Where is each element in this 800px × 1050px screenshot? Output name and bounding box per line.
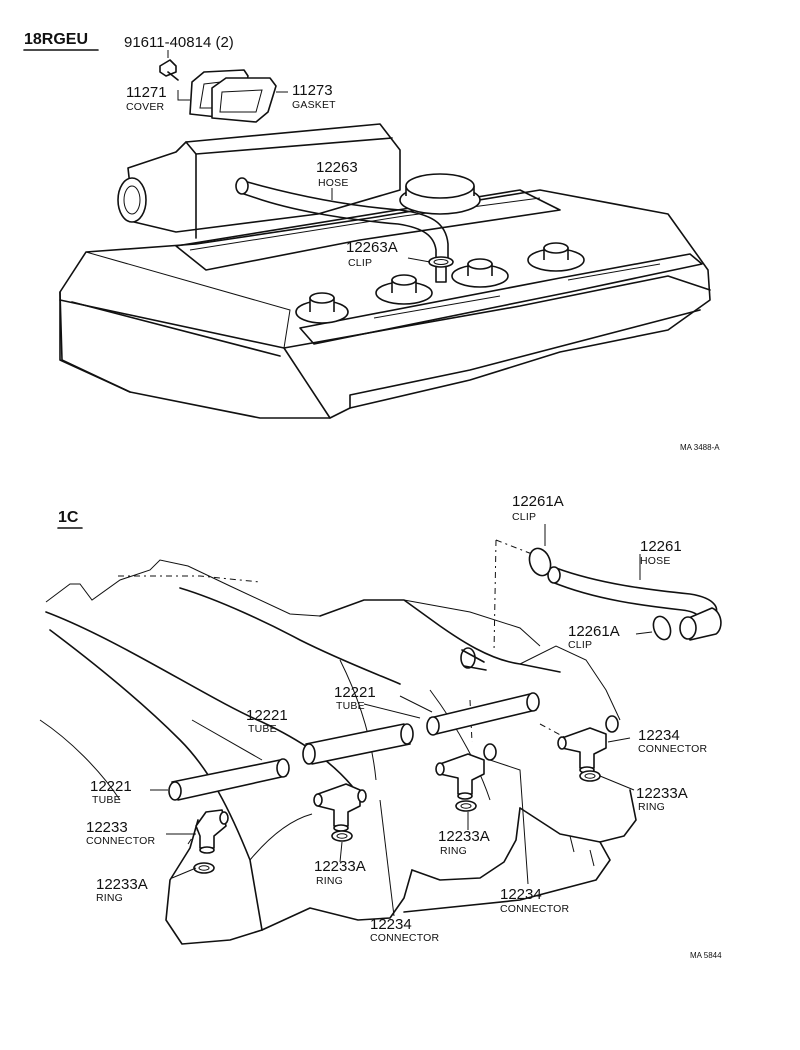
part-name: RING	[96, 892, 123, 904]
part-number: 12233A	[438, 828, 490, 845]
part-number: 12233A	[96, 876, 148, 893]
callout-ring-2: 12233A RING	[314, 858, 366, 887]
ring-12233a	[455, 800, 477, 812]
callout-tube-3: 12221 TUBE	[90, 778, 132, 806]
part-name: GASKET	[292, 99, 336, 111]
part-name: CLIP	[348, 257, 372, 269]
part-number: 12233	[86, 819, 128, 836]
part-name: COVER	[126, 101, 165, 113]
section-upper-header: 18RGEU	[23, 31, 99, 51]
part-number: 12221	[90, 778, 132, 795]
intake-manifold	[39, 559, 637, 945]
connector-12234	[557, 715, 619, 774]
part-name: CONNECTOR	[500, 903, 569, 915]
gasket-11273	[211, 77, 277, 123]
part-name: RING	[316, 875, 343, 887]
hose-12263	[235, 177, 449, 263]
connector-12234	[313, 783, 367, 832]
ring-12233a	[193, 862, 215, 874]
callout-tube-1: 12221 TUBE	[334, 684, 376, 712]
part-number: 12234	[370, 916, 412, 933]
part-number: 12261	[640, 538, 682, 555]
callout-cover: 11271 COVER	[126, 84, 167, 113]
callout-ring-1: 12233A RING	[96, 876, 148, 904]
tube-12221	[168, 758, 290, 801]
callout-hose-top: 12263 HOSE	[316, 159, 358, 189]
part-name: RING	[440, 845, 467, 857]
oil-filler-cap	[399, 173, 481, 215]
figure-reference: MA 3488-A	[680, 443, 720, 452]
part-number: 91611-40814 (2)	[124, 34, 234, 51]
part-name: TUBE	[248, 723, 277, 735]
boss	[451, 258, 509, 288]
figure-reference: MA 5844	[690, 951, 722, 960]
part-name: CLIP	[512, 511, 536, 523]
part-name: CLIP	[568, 639, 592, 651]
boss	[527, 242, 585, 272]
section-title: 18RGEU	[24, 31, 88, 48]
clip-12261a	[528, 547, 552, 577]
part-number: 12234	[638, 727, 680, 744]
part-number: 12261A	[568, 623, 620, 640]
connector-12233	[195, 809, 229, 854]
callout-conn-4: 12234 CONNECTOR	[500, 886, 569, 915]
callout-tube-2: 12221 TUBE	[246, 707, 288, 735]
part-name: TUBE	[92, 794, 121, 806]
part-number: 12233A	[636, 785, 688, 802]
callout-clip-a: 12261A CLIP	[512, 493, 564, 523]
part-name: RING	[638, 801, 665, 813]
callout-bolt: 91611-40814 (2)	[124, 34, 234, 51]
bolt-91611	[159, 59, 179, 81]
callout-ring-3: 12233A RING	[438, 828, 490, 857]
callout-conn-1: 12234 CONNECTOR	[638, 727, 707, 755]
part-number: 12233A	[314, 858, 366, 875]
connector-12234	[435, 743, 497, 800]
hose-12261	[547, 566, 722, 641]
cylinder-head-cover	[59, 123, 711, 419]
part-number: 12221	[334, 684, 376, 701]
clip-12263a	[428, 256, 454, 268]
part-number: 12263A	[346, 239, 398, 256]
part-number: 12263	[316, 159, 358, 176]
section-lower-header: 1C	[57, 509, 83, 529]
boss	[375, 274, 433, 305]
part-number: 11271	[126, 84, 167, 101]
section-title: 1C	[58, 509, 79, 526]
boss	[295, 292, 349, 324]
callout-hose-b: 12261 HOSE	[640, 538, 682, 567]
part-name: CONNECTOR	[370, 932, 439, 944]
part-name: HOSE	[640, 555, 671, 567]
callout-ring-4: 12233A RING	[636, 785, 688, 813]
part-name: HOSE	[318, 177, 349, 189]
callout-gasket: 11273 GASKET	[292, 82, 336, 111]
part-number: 12221	[246, 707, 288, 724]
callout-conn-2: 12233 CONNECTOR	[86, 819, 155, 847]
part-name: CONNECTOR	[638, 743, 707, 755]
part-name: CONNECTOR	[86, 835, 155, 847]
ring-12233a	[331, 830, 353, 842]
tube-12221	[302, 723, 414, 765]
ring-12233a	[579, 770, 601, 782]
tube-12221	[426, 692, 540, 736]
part-number: 11273	[292, 82, 333, 99]
callout-clip-b: 12261A CLIP	[568, 623, 620, 651]
callout-clip-top: 12263A CLIP	[346, 239, 398, 269]
part-name: TUBE	[336, 700, 365, 712]
part-number: 12261A	[512, 493, 564, 510]
part-number: 12234	[500, 886, 542, 903]
clip-12261a	[652, 615, 672, 641]
callout-conn-3: 12234 CONNECTOR	[370, 916, 439, 944]
